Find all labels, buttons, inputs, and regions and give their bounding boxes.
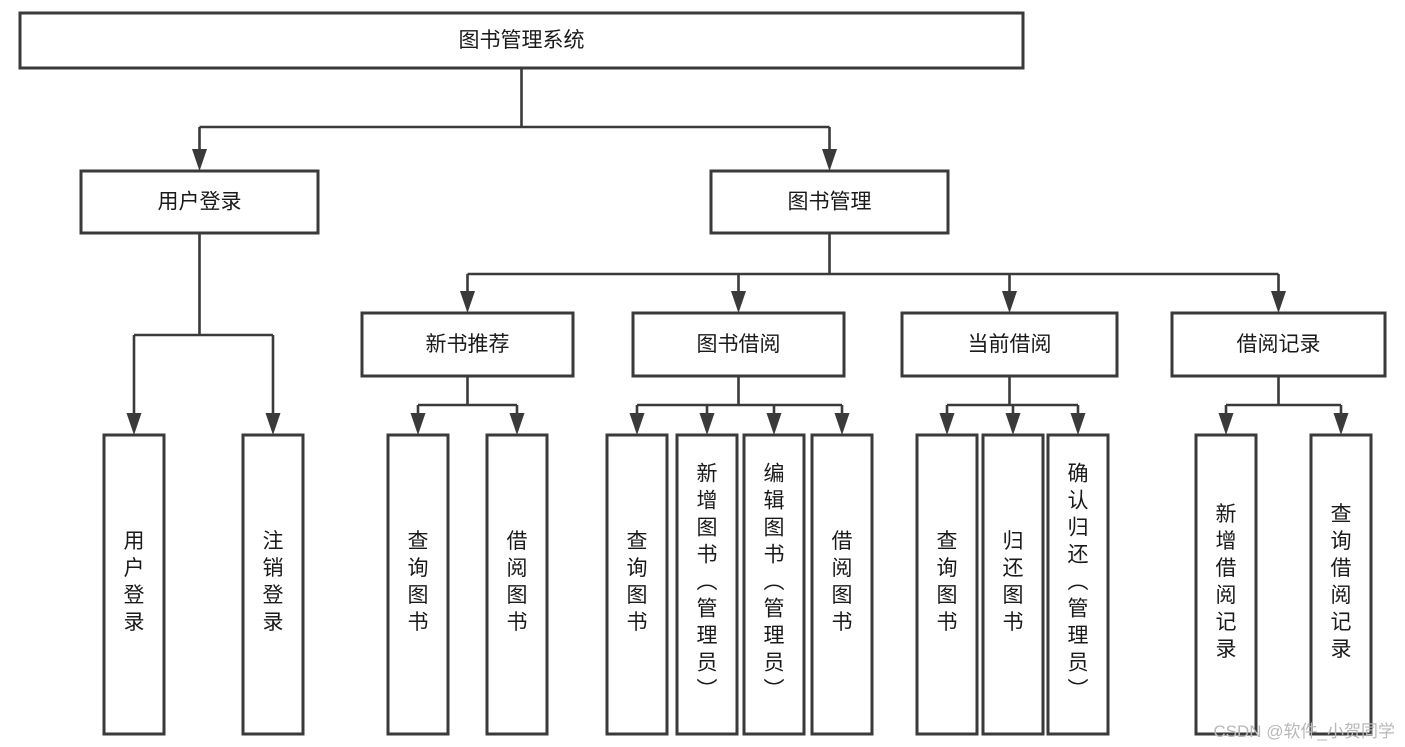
node-box-l3_0[interactable] [360, 311, 575, 378]
node-root[interactable]: 图书管理系统 [18, 11, 1025, 70]
node-label-l3_1: 图书借阅 [697, 333, 781, 356]
edge-group-l3_1 [629, 376, 850, 435]
edge-layer [126, 68, 1349, 435]
edge-group-l2_0 [126, 233, 281, 435]
node-leaf_1[interactable]: 注销登录 [241, 433, 305, 736]
node-leaf_10[interactable]: 确认归还︵管理员︶ [1046, 433, 1110, 736]
node-box-l3_3[interactable] [1170, 311, 1387, 378]
node-box-l2_0[interactable] [79, 169, 320, 235]
node-label-l3_2: 当前借阅 [968, 333, 1052, 356]
node-label-l2_0: 用户登录 [158, 191, 242, 214]
node-label-leaf_0: 用户登录 [124, 530, 145, 634]
node-leaf_8[interactable]: 查询图书 [915, 433, 979, 736]
edge-group-l3_2 [939, 376, 1086, 435]
node-box-l2_1[interactable] [709, 169, 950, 235]
node-l3_1[interactable]: 图书借阅 [631, 311, 846, 378]
node-label-leaf_2: 查询图书 [408, 530, 429, 634]
node-leaf_9[interactable]: 归还图书 [981, 433, 1045, 736]
node-label-leaf_6: 编辑图书︵管理员︶ [764, 463, 785, 702]
node-leaf_5[interactable]: 新增图书︵管理员︶ [675, 433, 739, 736]
node-label-leaf_7: 借阅图书 [832, 530, 853, 634]
node-l2_1[interactable]: 图书管理 [709, 169, 950, 235]
edge-group-l2_1 [460, 233, 1286, 313]
node-label-l3_3: 借阅记录 [1237, 333, 1321, 356]
node-label-l3_0: 新书推荐 [426, 333, 510, 356]
node-box-leaf_1[interactable] [241, 433, 305, 736]
node-l3_2[interactable]: 当前借阅 [900, 311, 1119, 378]
node-leaf_4[interactable]: 查询图书 [605, 433, 669, 736]
node-l2_0[interactable]: 用户登录 [79, 169, 320, 235]
node-label-leaf_11: 新增借阅记录 [1216, 503, 1237, 661]
edge-group-root [192, 68, 837, 171]
node-label-leaf_9: 归还图书 [1003, 530, 1024, 634]
node-l3_3[interactable]: 借阅记录 [1170, 311, 1387, 378]
node-box-leaf_4[interactable] [605, 433, 669, 736]
node-box-leaf_9[interactable] [981, 433, 1045, 736]
node-label-root: 图书管理系统 [459, 29, 585, 52]
node-leaf_6[interactable]: 编辑图书︵管理员︶ [742, 433, 806, 736]
node-label-leaf_5: 新增图书︵管理员︶ [697, 463, 718, 702]
watermark-label: CSDN @软件_小贺同学 [1213, 722, 1395, 741]
node-label-l2_1: 图书管理 [788, 191, 872, 214]
node-label-leaf_8: 查询图书 [937, 530, 958, 634]
node-box-leaf_3[interactable] [485, 433, 549, 736]
edge-group-l3_0 [410, 376, 525, 435]
node-box-root[interactable] [18, 11, 1025, 70]
node-leaf_11[interactable]: 新增借阅记录 [1194, 433, 1258, 736]
node-leaf_3[interactable]: 借阅图书 [485, 433, 549, 736]
node-label-leaf_12: 查询借阅记录 [1331, 503, 1352, 661]
node-label-leaf_4: 查询图书 [627, 530, 648, 634]
node-box-leaf_11[interactable] [1194, 433, 1258, 736]
node-box-leaf_8[interactable] [915, 433, 979, 736]
node-box-leaf_5[interactable] [675, 433, 739, 736]
node-leaf_12[interactable]: 查询借阅记录 [1309, 433, 1373, 736]
node-box-leaf_10[interactable] [1046, 433, 1110, 736]
node-box-l3_1[interactable] [631, 311, 846, 378]
edge-group-l3_3 [1218, 376, 1349, 435]
node-layer: 图书管理系统用户登录图书管理新书推荐图书借阅当前借阅借阅记录用户登录注销登录查询… [18, 11, 1387, 736]
node-box-leaf_12[interactable] [1309, 433, 1373, 736]
node-box-l3_2[interactable] [900, 311, 1119, 378]
node-box-leaf_7[interactable] [810, 433, 874, 736]
node-label-leaf_10: 确认归还︵管理员︶ [1068, 463, 1089, 702]
node-box-leaf_6[interactable] [742, 433, 806, 736]
node-label-leaf_3: 借阅图书 [507, 530, 528, 634]
node-leaf_7[interactable]: 借阅图书 [810, 433, 874, 736]
node-label-leaf_1: 注销登录 [263, 530, 284, 634]
node-leaf_2[interactable]: 查询图书 [386, 433, 450, 736]
node-l3_0[interactable]: 新书推荐 [360, 311, 575, 378]
node-box-leaf_2[interactable] [386, 433, 450, 736]
node-leaf_0[interactable]: 用户登录 [102, 433, 166, 736]
node-box-leaf_0[interactable] [102, 433, 166, 736]
